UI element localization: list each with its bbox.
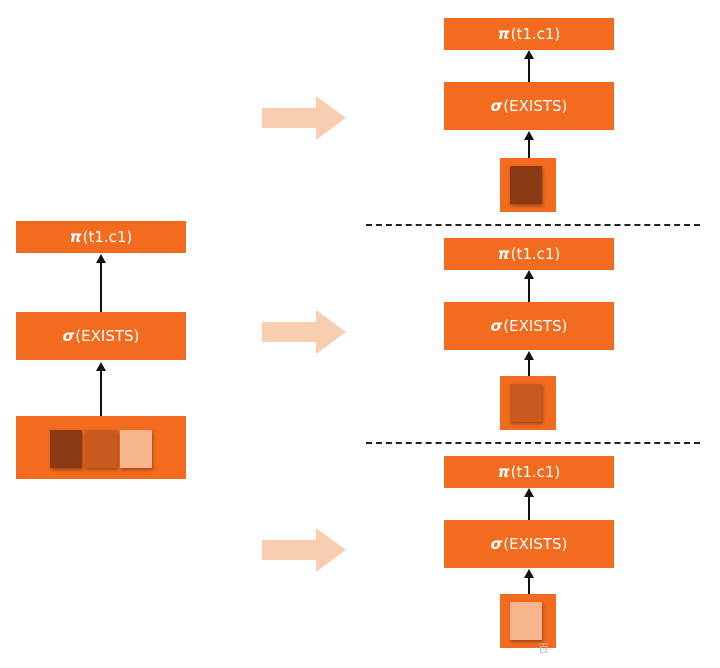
selection-args: (EXISTS): [503, 97, 568, 115]
mid-block: [510, 384, 542, 422]
transition-arrow-3: [262, 528, 346, 572]
selection-args: (EXISTS): [75, 327, 140, 345]
projection-symbol: π: [497, 25, 510, 43]
selection-symbol: σ: [62, 327, 75, 345]
transition-arrow-1: [262, 96, 346, 140]
middle-source-node: [500, 376, 556, 430]
top-source-node: [500, 158, 556, 212]
light-block: [510, 602, 542, 640]
dark-block: [50, 430, 82, 468]
projection-symbol: π: [497, 245, 510, 263]
bottom-arrow-source-to-selection: [524, 569, 534, 594]
left-projection-node: π(t1.c1): [16, 221, 186, 253]
transition-arrow-2: [262, 310, 346, 354]
selection-args: (EXISTS): [503, 317, 568, 335]
bottom-arrow-selection-to-projection: [524, 488, 534, 520]
middle-arrow-source-to-selection: [524, 351, 534, 376]
selection-args: (EXISTS): [503, 535, 568, 553]
bottom-selection-node: σ(EXISTS): [444, 520, 614, 568]
left-arrow-selection-to-projection: [96, 254, 106, 312]
top-selection-node: σ(EXISTS): [444, 82, 614, 130]
watermark: 百: [538, 642, 549, 655]
middle-arrow-selection-to-projection: [524, 270, 534, 302]
projection-args: (t1.c1): [510, 463, 561, 481]
projection-args: (t1.c1): [510, 25, 561, 43]
selection-symbol: σ: [490, 317, 503, 335]
separator-2: [366, 442, 700, 444]
projection-args: (t1.c1): [82, 228, 133, 246]
left-source-node: [16, 416, 186, 479]
selection-symbol: σ: [490, 97, 503, 115]
top-projection-node: π(t1.c1): [444, 18, 614, 50]
top-arrow-selection-to-projection: [524, 50, 534, 82]
middle-selection-node: σ(EXISTS): [444, 302, 614, 350]
light-block: [120, 430, 152, 468]
selection-symbol: σ: [490, 535, 503, 553]
left-arrow-source-to-selection: [96, 362, 106, 416]
mid-block: [85, 430, 117, 468]
projection-args: (t1.c1): [510, 245, 561, 263]
bottom-source-node: [500, 594, 556, 648]
dark-block: [510, 166, 542, 204]
separator-1: [366, 224, 700, 226]
bottom-projection-node: π(t1.c1): [444, 456, 614, 488]
projection-symbol: π: [69, 228, 82, 246]
projection-symbol: π: [497, 463, 510, 481]
top-arrow-source-to-selection: [524, 131, 534, 158]
left-selection-node: σ(EXISTS): [16, 312, 186, 360]
middle-projection-node: π(t1.c1): [444, 238, 614, 270]
